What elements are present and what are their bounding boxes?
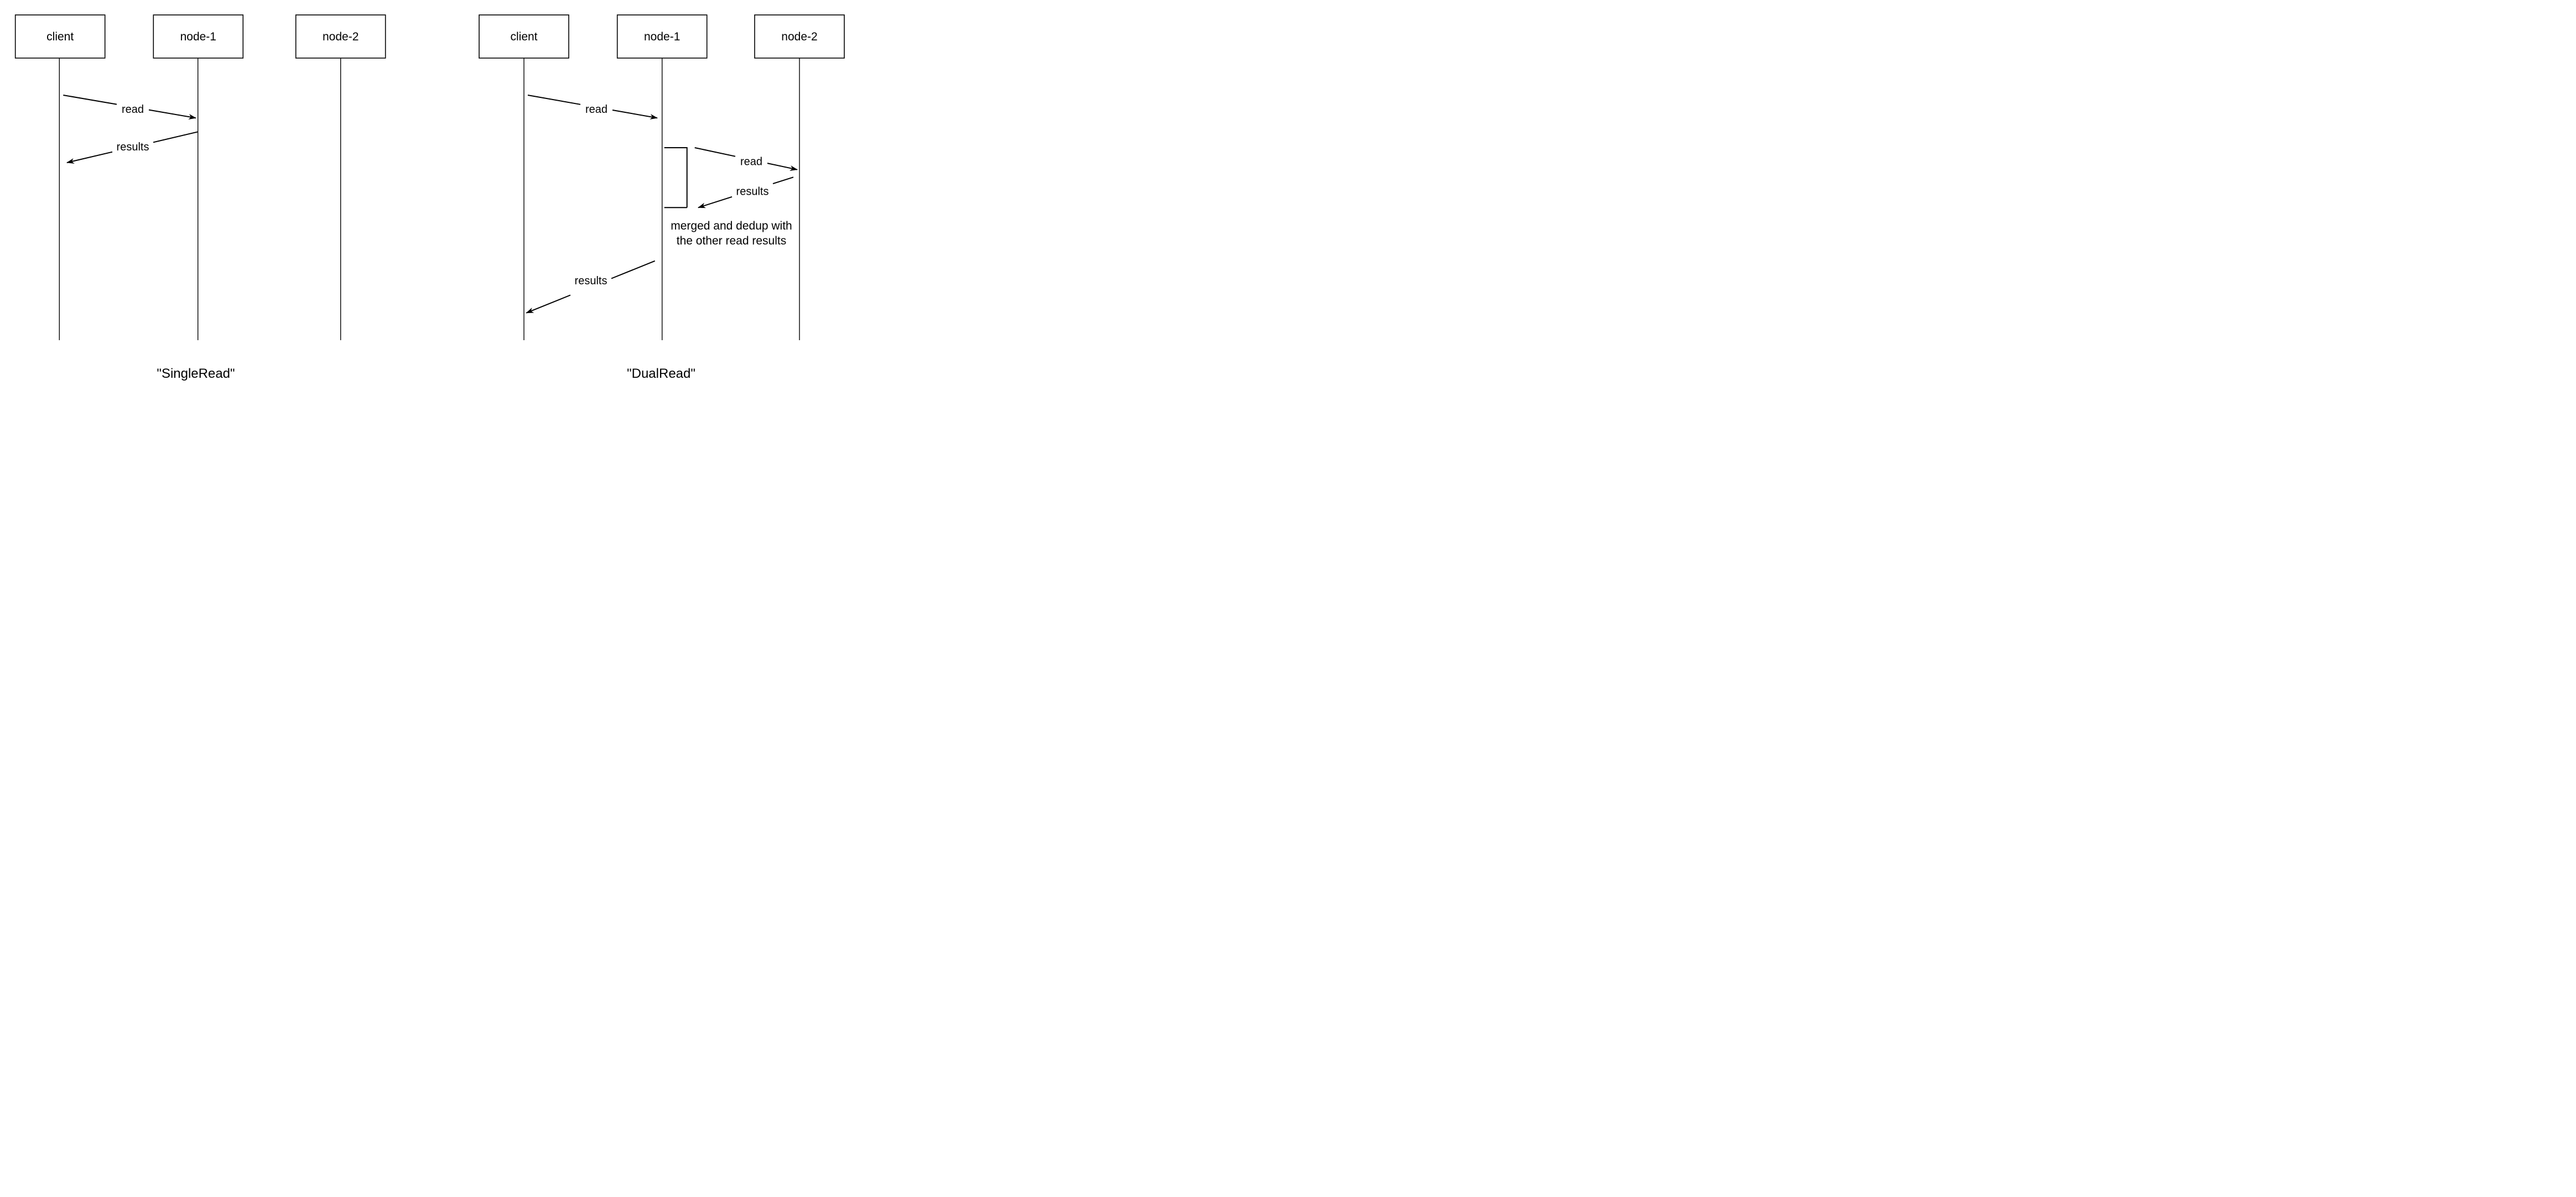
actor-box-node-1: node-1 xyxy=(616,14,708,59)
message-line-arrow xyxy=(612,110,658,119)
message-label: read xyxy=(585,103,607,116)
diagram-dual-read: client node-1 node-2 read r xyxy=(479,14,845,381)
message-line-arrow xyxy=(66,151,113,164)
message-label: read xyxy=(740,156,762,168)
diagram-single-read: client node-1 node-2 read results xyxy=(14,14,386,381)
message-line-segment xyxy=(611,260,656,279)
message-read: read xyxy=(63,95,196,120)
message-line-segment xyxy=(772,176,794,185)
diagram-caption: "SingleRead" xyxy=(157,366,235,381)
actor-box-node-2: node-2 xyxy=(295,14,386,59)
actor-rect xyxy=(479,14,569,59)
note-line: the other read results xyxy=(677,235,786,247)
message-label: read xyxy=(122,103,144,116)
message-read: read xyxy=(694,147,798,171)
note-text: merged and dedup with the other read res… xyxy=(671,220,792,247)
message-results: results xyxy=(526,260,656,314)
message-results: results xyxy=(698,176,794,209)
sequence-diagrams-canvas: client node-1 node-2 read results xyxy=(0,0,859,399)
message-line-arrow xyxy=(526,294,571,314)
actor-label: node-1 xyxy=(180,30,216,43)
actor-rect xyxy=(153,14,244,59)
actor-box-node-1: node-1 xyxy=(153,14,244,59)
diagram-svg: client node-1 node-2 read results xyxy=(14,14,845,381)
message-line-segment xyxy=(153,131,198,143)
actor-rect xyxy=(14,14,106,59)
actor-rect xyxy=(616,14,708,59)
actor-label: node-2 xyxy=(323,30,359,43)
actor-box-client: client xyxy=(14,14,106,59)
message-line-segment xyxy=(527,95,581,105)
message-line-segment xyxy=(63,95,117,105)
message-label: results xyxy=(117,141,149,153)
actor-label: client xyxy=(510,30,537,43)
actor-label: node-1 xyxy=(644,30,680,43)
message-line-segment xyxy=(694,147,736,157)
activation-bracket xyxy=(664,147,688,209)
message-line-arrow xyxy=(767,163,798,171)
message-label: results xyxy=(575,275,607,287)
message-label: results xyxy=(736,186,769,198)
message-read: read xyxy=(527,95,658,119)
actor-label: node-2 xyxy=(781,30,817,43)
diagram-caption: "DualRead" xyxy=(627,366,695,381)
actor-box-node-2: node-2 xyxy=(754,14,845,59)
actor-label: client xyxy=(46,30,74,43)
message-line-arrow xyxy=(148,109,196,120)
actor-rect xyxy=(295,14,386,59)
message-line-arrow xyxy=(698,196,733,209)
actor-rect xyxy=(754,14,845,59)
actor-box-client: client xyxy=(479,14,569,59)
note-line: merged and dedup with xyxy=(671,220,792,232)
message-results: results xyxy=(66,131,198,164)
